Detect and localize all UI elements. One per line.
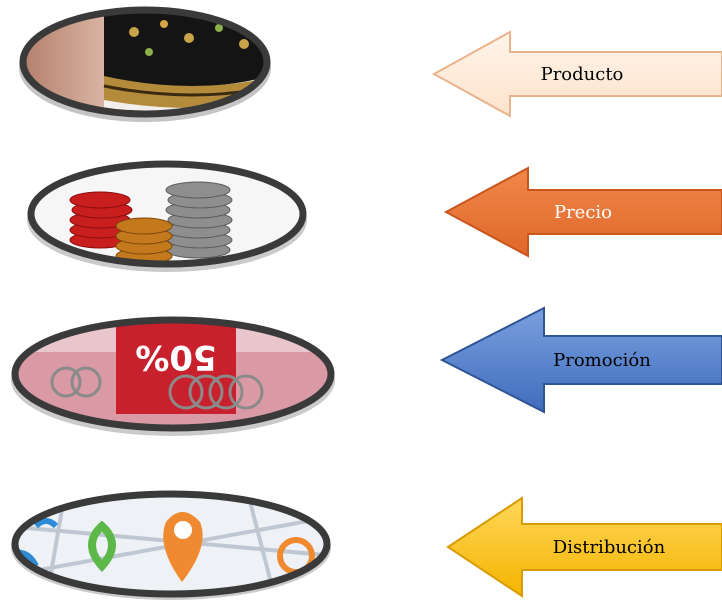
promocion-arrow: Promoción	[439, 306, 722, 414]
promocion-image-oval: 50%	[6, 312, 340, 440]
distribucion-label: Distribución	[552, 536, 666, 558]
precio-label: Precio	[553, 201, 613, 223]
producto-label: Producto	[540, 63, 624, 85]
promocion-label: Promoción	[553, 349, 651, 371]
precio-arrow: Precio	[443, 166, 722, 258]
producto-arrow: Producto	[431, 30, 722, 118]
distribucion-arrow: Distribución	[446, 496, 722, 598]
precio-image-oval	[22, 158, 312, 276]
svg-text:50%: 50%	[135, 337, 216, 377]
distribucion-image-oval	[6, 486, 336, 602]
producto-image-oval	[14, 4, 276, 126]
